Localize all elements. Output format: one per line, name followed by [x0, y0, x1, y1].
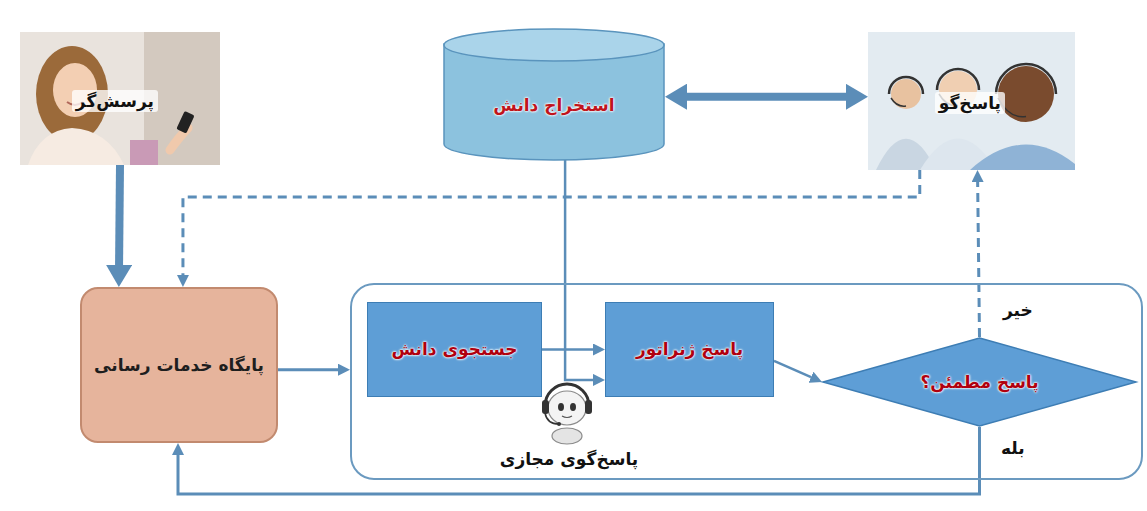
edge-label: خیر — [1000, 299, 1036, 321]
process-box: پاسخ ژنراتور — [605, 302, 774, 397]
flow-arrow — [115, 165, 124, 265]
flow-arrow — [278, 368, 338, 371]
node-label: پاسخ‌گوی مجازی — [496, 448, 642, 470]
photo-ground — [20, 32, 220, 165]
illustration-part — [585, 400, 592, 414]
illustration-part — [545, 413, 559, 424]
head — [891, 79, 921, 109]
dashed-flow-arrow — [183, 170, 920, 275]
illustration-part — [548, 391, 586, 425]
flow-arrow — [178, 427, 979, 494]
headset — [889, 77, 923, 94]
node-label: پایگاه خدمات رسانی — [94, 354, 264, 376]
decision-diamond: پاسخ مطمئن؟ — [822, 337, 1137, 427]
headset — [937, 69, 979, 90]
node-label: پرسش‌گر — [72, 90, 158, 112]
questioner-photo: پرسش‌گر — [20, 32, 220, 165]
service-box: پایگاه خدمات رسانی — [80, 287, 278, 443]
illustration-part — [557, 422, 561, 426]
cyl-art — [443, 28, 665, 160]
illustration-part — [558, 403, 564, 411]
node-label: پاسخ ژنراتور — [636, 338, 743, 360]
responder-photo: پاسخ‌گو — [868, 32, 1075, 170]
shopping-bag — [130, 140, 158, 165]
flow-arrow — [542, 348, 593, 351]
flow-arrow — [687, 93, 846, 101]
dashed-flow-arrow — [978, 182, 980, 337]
body — [28, 128, 124, 165]
node-label: پاسخ مطمئن؟ — [920, 371, 1038, 393]
phone — [176, 111, 194, 134]
flow-arrow — [565, 160, 593, 380]
flow-arrow — [774, 361, 811, 377]
headset-mic — [891, 98, 906, 106]
illustration-part — [542, 384, 592, 444]
diamond-outline — [823, 338, 1136, 426]
node-label: پاسخ‌گو — [935, 92, 1005, 114]
process-box: جستجوی دانش — [367, 302, 542, 397]
illustration-part — [570, 403, 576, 411]
headset — [996, 64, 1056, 94]
illustration-part — [542, 400, 549, 414]
node-label: استخراج دانش — [493, 94, 614, 116]
illustration-part — [562, 416, 572, 418]
database-cylinder: استخراج دانش — [443, 28, 665, 160]
node-label: جستجوی دانش — [392, 338, 518, 360]
illustration-part — [552, 428, 582, 444]
edge-label: بله — [998, 437, 1028, 459]
head — [998, 66, 1054, 122]
body — [970, 145, 1075, 170]
cylinder-top — [444, 29, 664, 61]
